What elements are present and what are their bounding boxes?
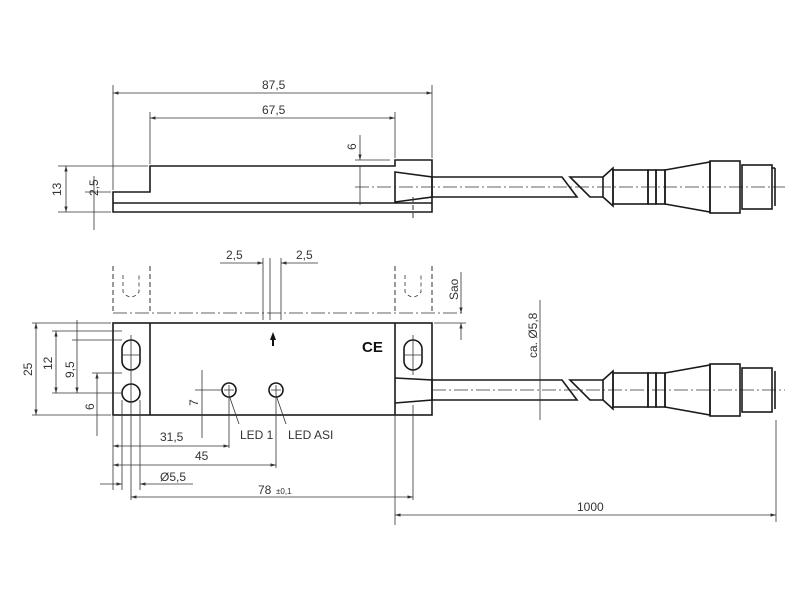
top-view: 87,5 67,5 13 2,5 6	[50, 78, 785, 230]
top-body-outline	[112, 159, 433, 213]
top-cable	[432, 176, 579, 198]
led-asi-label: LED ASI	[288, 428, 333, 442]
dim-step: 2,5	[87, 179, 101, 196]
dim-12: 12	[41, 356, 55, 370]
front-connector	[568, 363, 776, 417]
dim-inner: 67,5	[262, 103, 286, 117]
dim-45: 45	[195, 449, 209, 463]
actuator-outline-dashed	[112, 266, 433, 313]
actuator-u-left	[122, 275, 140, 298]
dim-6: 6	[345, 143, 359, 150]
dim-9-5: 9,5	[63, 361, 77, 378]
ce-mark: CE	[362, 339, 383, 356]
top-connector	[568, 160, 776, 214]
front-view: CE 2,5 2,5 Sao ca. Ø5,8 25 12 9	[21, 248, 785, 525]
dim-length: 87,5	[262, 78, 286, 92]
dim-height: 13	[50, 182, 64, 196]
sao-label: Sao	[447, 278, 461, 300]
dim-offset-left: 2,5	[226, 248, 243, 262]
sensing-direction-arrow-icon	[270, 332, 276, 346]
led-1-label: LED 1	[240, 428, 274, 442]
dim-6-front: 6	[83, 403, 97, 410]
actuator-u-right	[404, 275, 422, 298]
dim-offset-right: 2,5	[296, 248, 313, 262]
dim-78-tolerance: ±0,1	[276, 487, 292, 496]
dim-cable-diameter: ca. Ø5,8	[526, 312, 540, 358]
dim-25: 25	[21, 362, 35, 376]
dim-hole-diameter: Ø5,5	[160, 470, 186, 484]
dim-7: 7	[187, 399, 201, 406]
front-body	[112, 322, 433, 416]
dim-cable-length: 1000	[577, 500, 604, 514]
dim-78: 78	[258, 483, 272, 497]
front-cable-gland	[394, 377, 433, 404]
dim-31-5: 31,5	[160, 430, 184, 444]
